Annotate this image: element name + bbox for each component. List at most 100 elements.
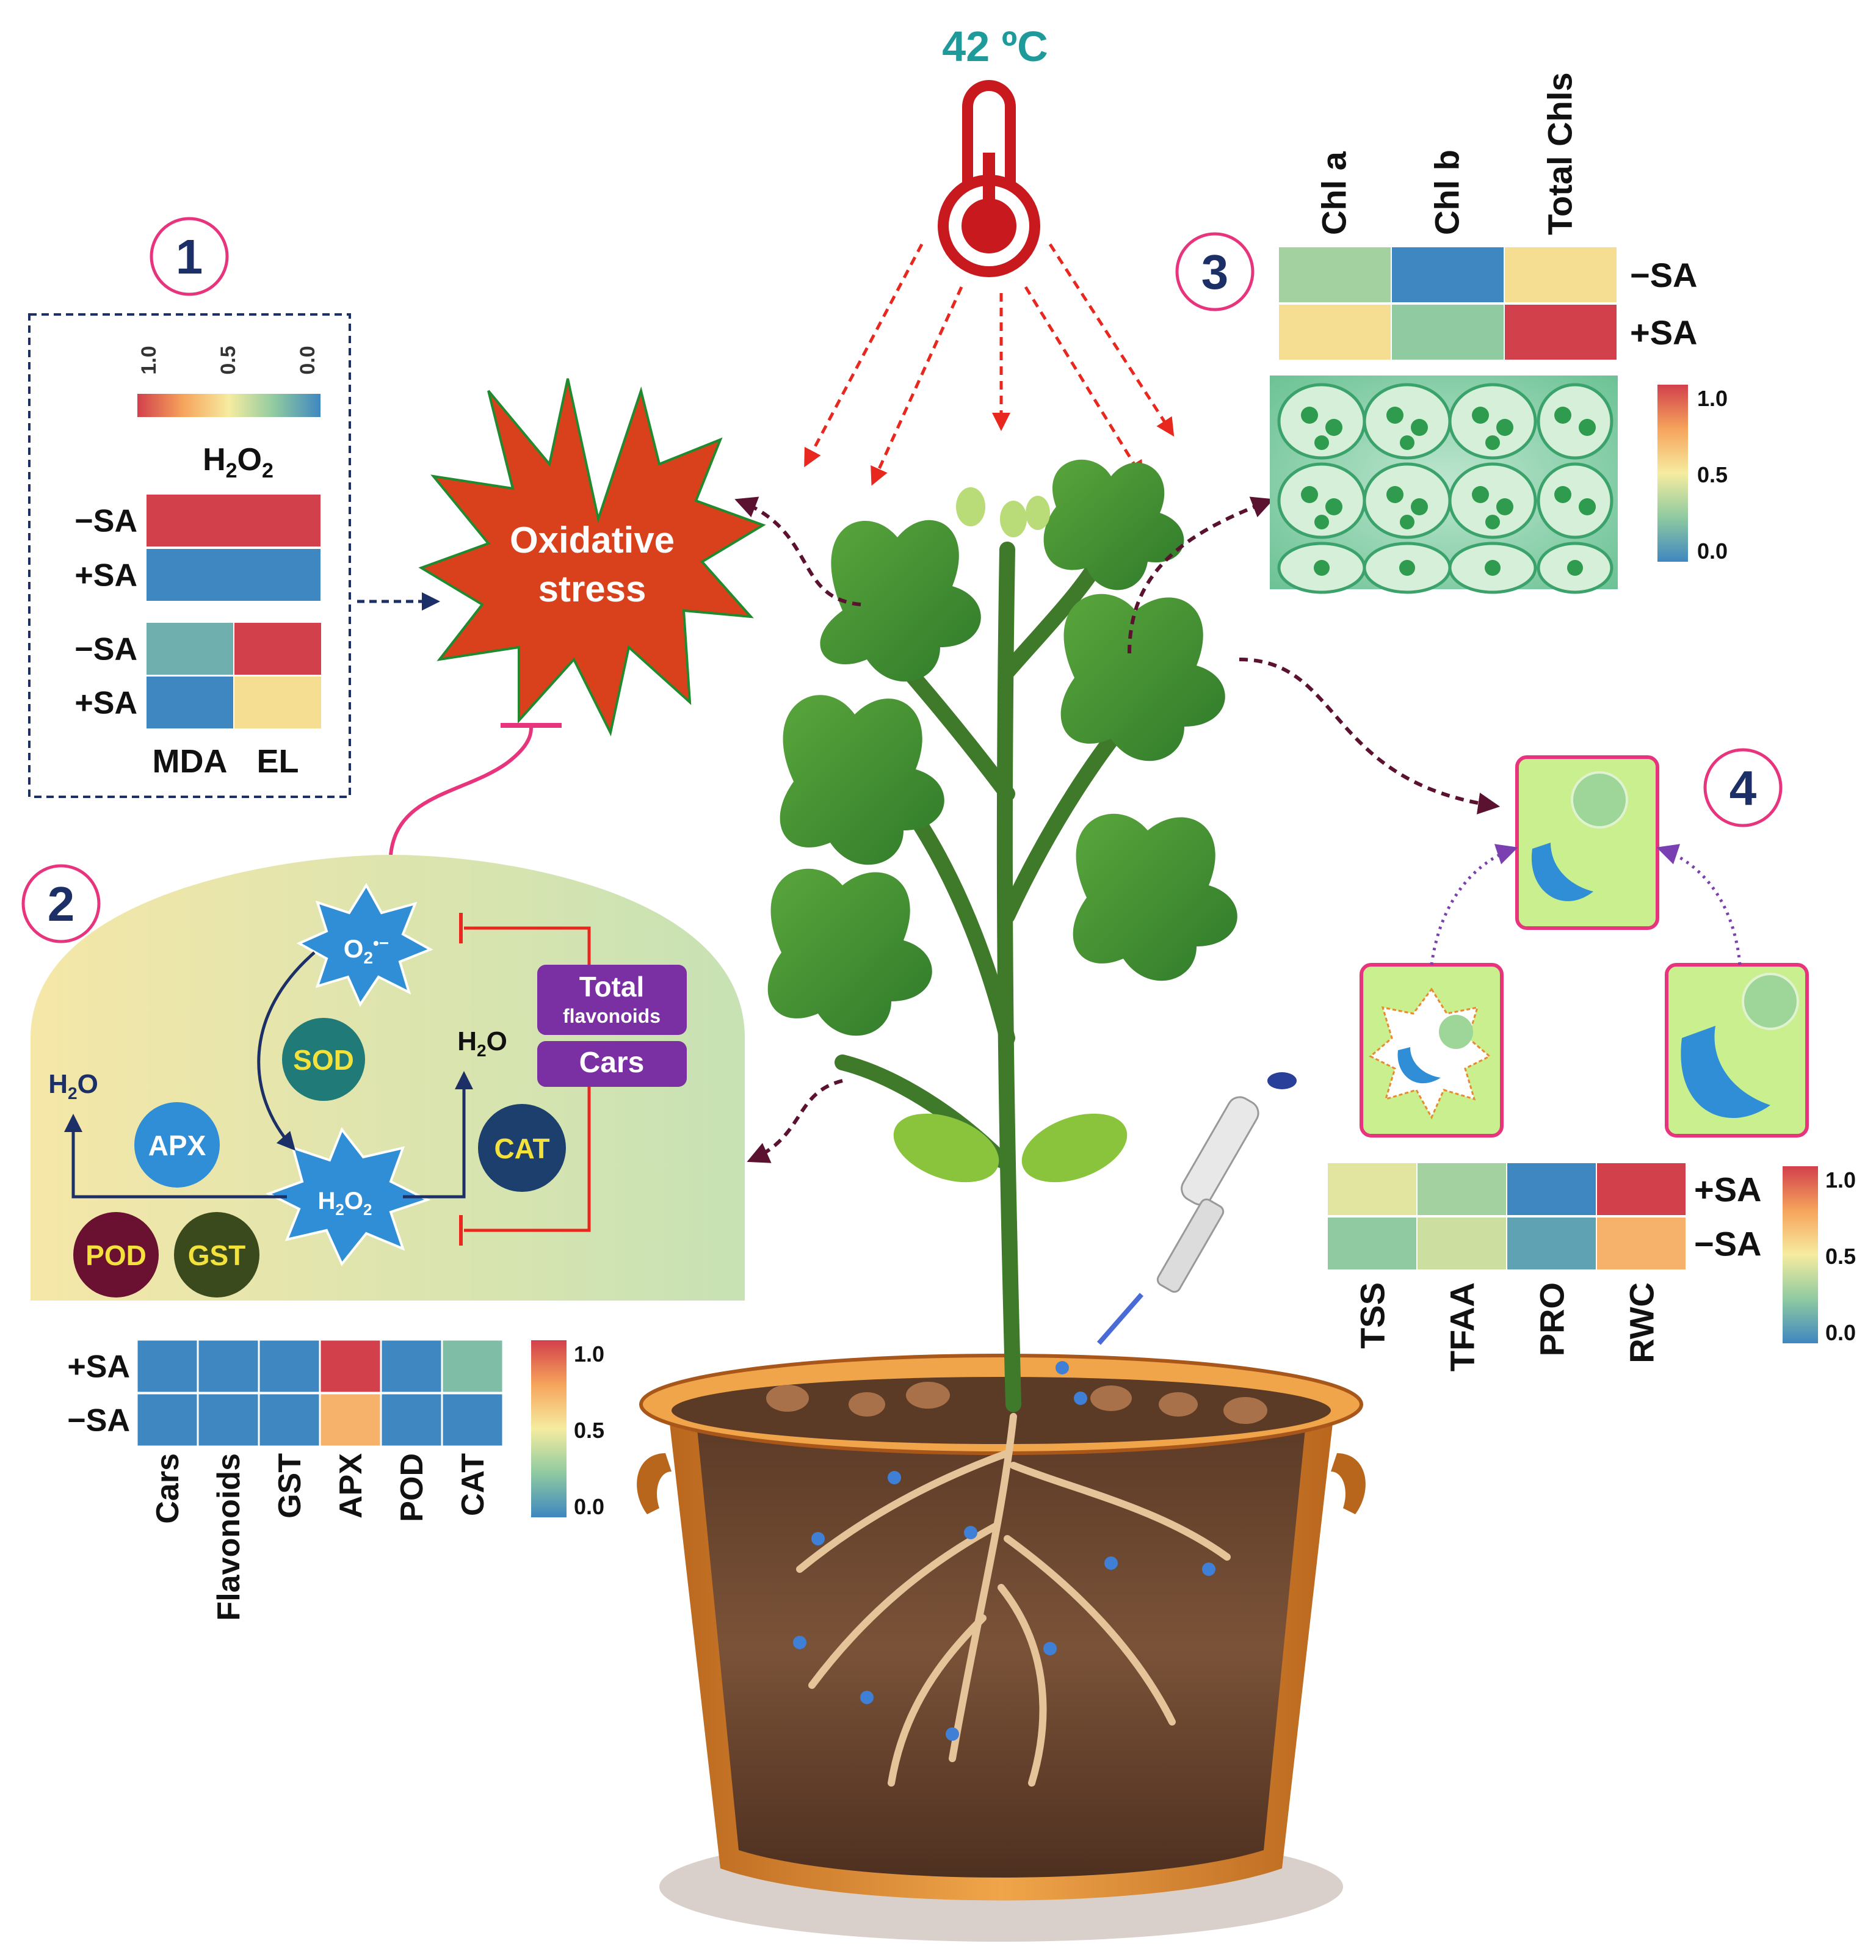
panel-3-heat-cell [1392,305,1504,360]
panel-3-column-label: Chl a [1315,151,1353,235]
chloroplasts [1301,407,1596,576]
panel-1-colorbar [137,394,321,417]
panel-2-tick-mid: 0.5 [574,1418,604,1443]
stressed-to-top-arrow [1430,844,1518,965]
cat-label: CAT [494,1133,549,1164]
plant-effect-arrows [734,496,1501,1163]
panel-1-tick-high: 1.0 [137,346,161,374]
panel-2-heat-cell [320,1340,381,1393]
turgid-to-top-arrow [1656,844,1742,965]
cars-label: Cars [579,1047,645,1079]
panel-4-tick-mid: 0.5 [1825,1244,1856,1269]
hydrogen-peroxide-star [265,1127,431,1266]
panel-3-heat-cell [1392,247,1504,302]
panel-1-number: 1 [176,230,203,284]
panel-4-heat-cell [1507,1218,1596,1269]
cat-pathway-arrow [403,1071,473,1199]
panel-4-tick-low: 0.0 [1825,1320,1856,1345]
panel-3-heat-cell [1505,247,1617,302]
heat-arrows [804,243,1175,486]
pot-right-handle [1331,1453,1366,1514]
cars-box [537,1041,687,1087]
panel-3-row-label: −SA [1630,256,1698,294]
panel-3-heat-cell [1279,305,1391,360]
sod-enzyme [282,1018,365,1101]
panel-2-heat-cell [381,1393,442,1446]
panel-4-heat-cell [1597,1163,1686,1215]
panel-3-tick-mid: 0.5 [1697,462,1728,487]
gst-enzyme [174,1212,259,1298]
soil-top [672,1377,1331,1444]
superoxide-star [296,883,433,1007]
top-cell [1515,755,1659,930]
panel-3-column-label: Total Chls [1541,72,1579,235]
panel-2-heat-cell [442,1340,503,1393]
sod-label: SOD [293,1044,354,1076]
panel-4-tick-high: 1.0 [1825,1167,1856,1192]
potted-plant-illustration [637,459,1366,1942]
panel-4-column-label: TFAA [1443,1282,1482,1371]
panel-2-inhibition-line [389,726,533,855]
panel-4-number: 4 [1729,761,1757,815]
flavonoids-inhibit-superoxide-line [464,926,591,965]
panel-1-frame [28,313,351,798]
panel-4-heat-cell [1328,1163,1416,1215]
panel-1-tick-mid: 0.5 [217,346,240,374]
panel-2-column-label: POD [394,1453,430,1522]
sod-conversion-arrow [257,951,316,1151]
panel-3-heat-cell [1505,305,1617,360]
panel-3-heat-cell [1279,247,1391,302]
panel-2-number: 2 [48,877,75,931]
panel-2-tick-high: 1.0 [574,1341,604,1367]
panel-2-heat-cell [259,1340,320,1393]
panel-2-heat-cell [137,1393,198,1446]
panel-4-heat-cell [1507,1163,1596,1215]
pipette-icon [1096,1072,1297,1345]
panel-2-column-label: Cars [150,1453,186,1524]
panel-1-h2o2-heatmap: −SA +SA [74,495,321,601]
leaves [767,459,1237,1183]
panel-1-oxidative-markers: 1 1.0 0.5 0.0 H2O2 −SA +SA −SA +SA MDA EL [28,217,351,798]
panel-1-h2o2-title: H2O2 [203,442,273,482]
panel-2-heat-cell [137,1340,198,1393]
mda-el-column-label: EL [256,743,299,780]
pod-enzyme [73,1212,159,1298]
panel-4-colorbar [1783,1166,1818,1343]
apx-label: APX [148,1130,206,1161]
panel-4-column-label: PRO [1533,1282,1571,1356]
panel-4-heat-cell [1418,1218,1506,1269]
total-flavonoids-box [537,965,687,1035]
h2o2-cell [147,495,321,546]
panel-1-tick-low: 0.0 [296,346,319,374]
h2o2-row-label: +SA [74,558,137,593]
mda-el-column-label: MDA [153,743,228,780]
h2o2-row-label: −SA [74,504,137,539]
panel-4-heat-cell [1418,1163,1506,1215]
heat-source: 42 ºC [804,23,1175,486]
panel-4-heat-cell [1597,1218,1686,1269]
panel-4-row-label: +SA [1694,1171,1762,1209]
cars-inhibit-h2o2-line [464,1087,591,1232]
mda-el-row-label: −SA [74,632,137,667]
panel-2-badge [21,864,101,943]
panel-2-heat-cell [381,1340,442,1393]
panel-1-badge [150,217,229,296]
oxidative-stress-line1: Oxidative [510,520,675,561]
panel-2-column-label: APX [333,1453,369,1519]
panel-3-badge [1175,232,1255,311]
panel-4-row-label: −SA [1694,1225,1762,1263]
roots [796,1413,1231,1787]
panel-2-heat-cell [198,1393,259,1446]
mda-el-cell [234,623,321,675]
panel-2-heat-cell [320,1393,381,1446]
pebbles [766,1382,1267,1424]
pod-label: POD [85,1240,147,1271]
temperature-label: 42 ºC [942,23,1048,70]
total-flavonoids-line2: flavonoids [563,1005,661,1027]
panel-3-column-label: Chl b [1428,150,1466,235]
panel-2-column-label: CAT [455,1453,491,1516]
mda-el-cell [147,623,233,675]
